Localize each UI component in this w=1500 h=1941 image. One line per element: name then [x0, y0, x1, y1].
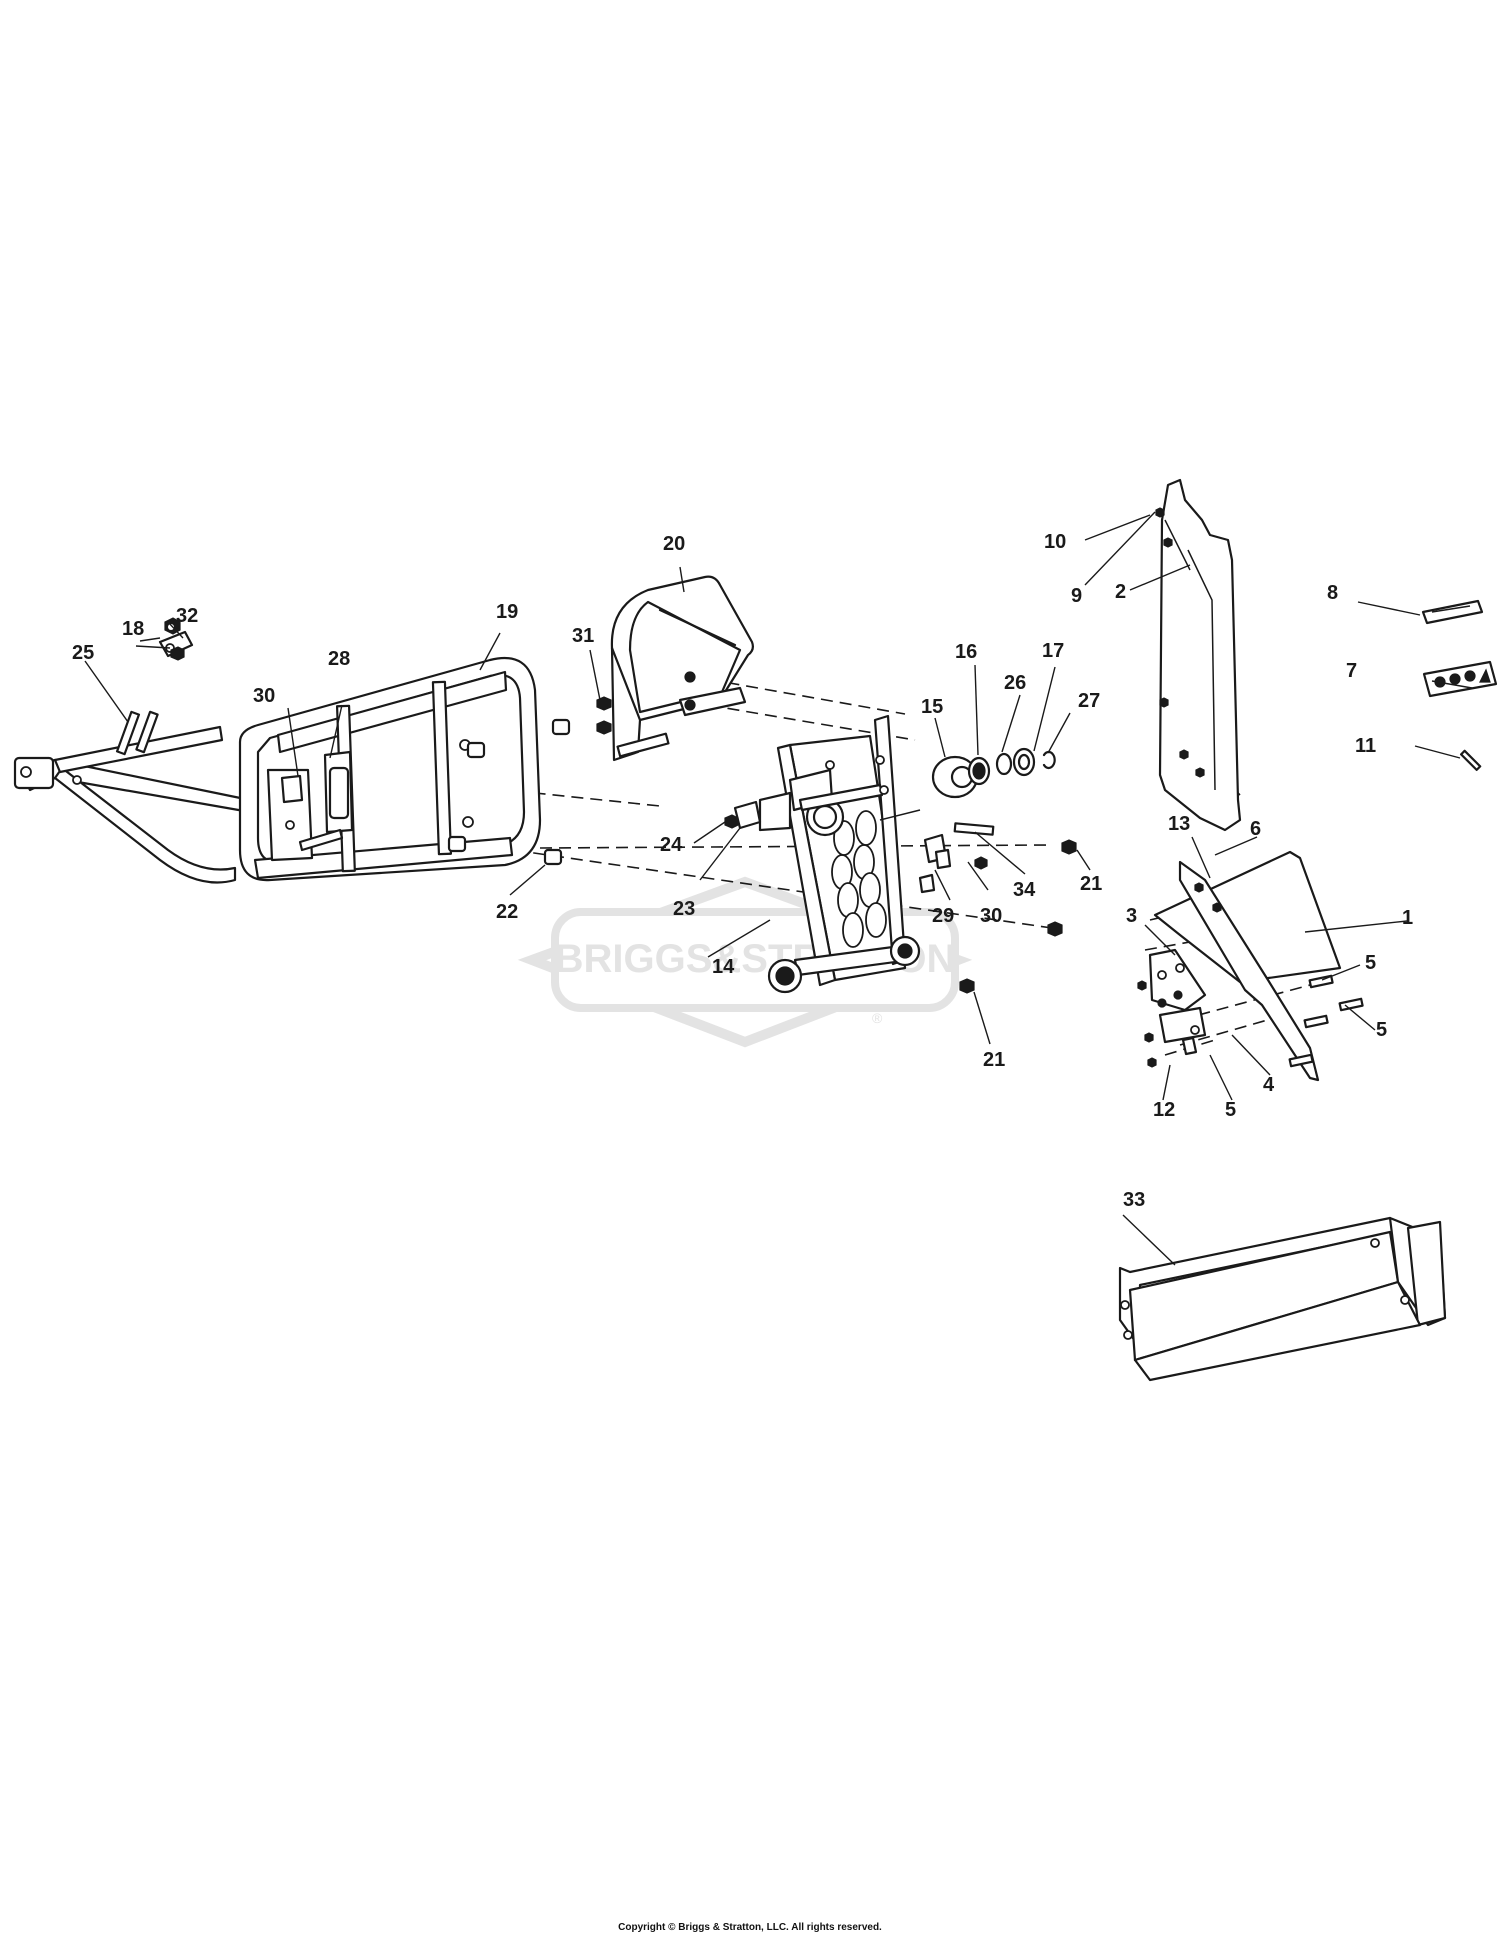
- fasteners-31: [596, 696, 612, 735]
- callout-21a: 21: [1080, 873, 1102, 895]
- copyright-notice: Copyright © Briggs & Stratton, LLC. All …: [618, 1922, 882, 1933]
- callout-6: 6: [1250, 818, 1261, 840]
- decals: [1421, 599, 1498, 771]
- leader-lines: [84, 511, 1473, 1266]
- callout-16: 16: [955, 641, 977, 663]
- fasteners-23-24: [724, 800, 762, 830]
- bearing-stack: [931, 747, 1056, 799]
- callout-29: 29: [932, 905, 954, 927]
- control-box-housing: [610, 575, 754, 762]
- side-panel: [1155, 478, 1242, 832]
- bolt-hardware-left: [115, 617, 194, 756]
- callout-8: 8: [1327, 582, 1338, 604]
- callout-3: 3: [1126, 905, 1137, 927]
- callout-10: 10: [1044, 531, 1066, 553]
- callout-11: 11: [1355, 735, 1376, 757]
- cover-box: [1118, 1216, 1447, 1382]
- callout-26: 26: [1004, 672, 1026, 694]
- callout-1: 1: [1402, 907, 1413, 929]
- callout-30b: 30: [980, 905, 1002, 927]
- callout-31: 31: [572, 625, 594, 647]
- callout-17: 17: [1042, 640, 1064, 662]
- callout-9: 9: [1071, 585, 1082, 607]
- callout-27: 27: [1078, 690, 1100, 712]
- callout-28: 28: [328, 648, 350, 670]
- callout-5c: 5: [1225, 1099, 1236, 1121]
- watermark-registered-mark: ®: [872, 1010, 883, 1026]
- callout-24: 24: [660, 834, 683, 856]
- callout-4: 4: [1263, 1074, 1275, 1096]
- callout-5a: 5: [1365, 952, 1376, 974]
- callout-21b: 21: [983, 1049, 1005, 1071]
- small-parts-center: [918, 822, 1077, 994]
- callout-15: 15: [921, 696, 943, 718]
- callout-20: 20: [663, 533, 685, 555]
- callout-32: 32: [176, 605, 198, 627]
- callout-22: 22: [496, 901, 518, 923]
- mounting-plate: [758, 714, 921, 994]
- callout-34: 34: [1013, 879, 1036, 901]
- callout-7: 7: [1346, 660, 1357, 682]
- callout-30a: 30: [253, 685, 275, 707]
- shroud-assembly: [1137, 850, 1364, 1082]
- callout-labels: 1 2 3 4 5 5 5 6 7 8 9 10 11 12 13 14 15 …: [72, 531, 1413, 1211]
- callout-14: 14: [712, 956, 735, 978]
- callout-2: 2: [1115, 581, 1126, 603]
- callout-19: 19: [496, 601, 518, 623]
- callout-25: 25: [72, 642, 94, 664]
- spacers: [447, 718, 571, 866]
- callout-33: 33: [1123, 1189, 1145, 1211]
- callout-12: 12: [1153, 1099, 1175, 1121]
- callout-23: 23: [673, 898, 695, 920]
- callout-5b: 5: [1376, 1019, 1387, 1041]
- callout-13: 13: [1168, 813, 1190, 835]
- frame-tube-assembly: [13, 656, 542, 884]
- callout-18: 18: [122, 618, 144, 640]
